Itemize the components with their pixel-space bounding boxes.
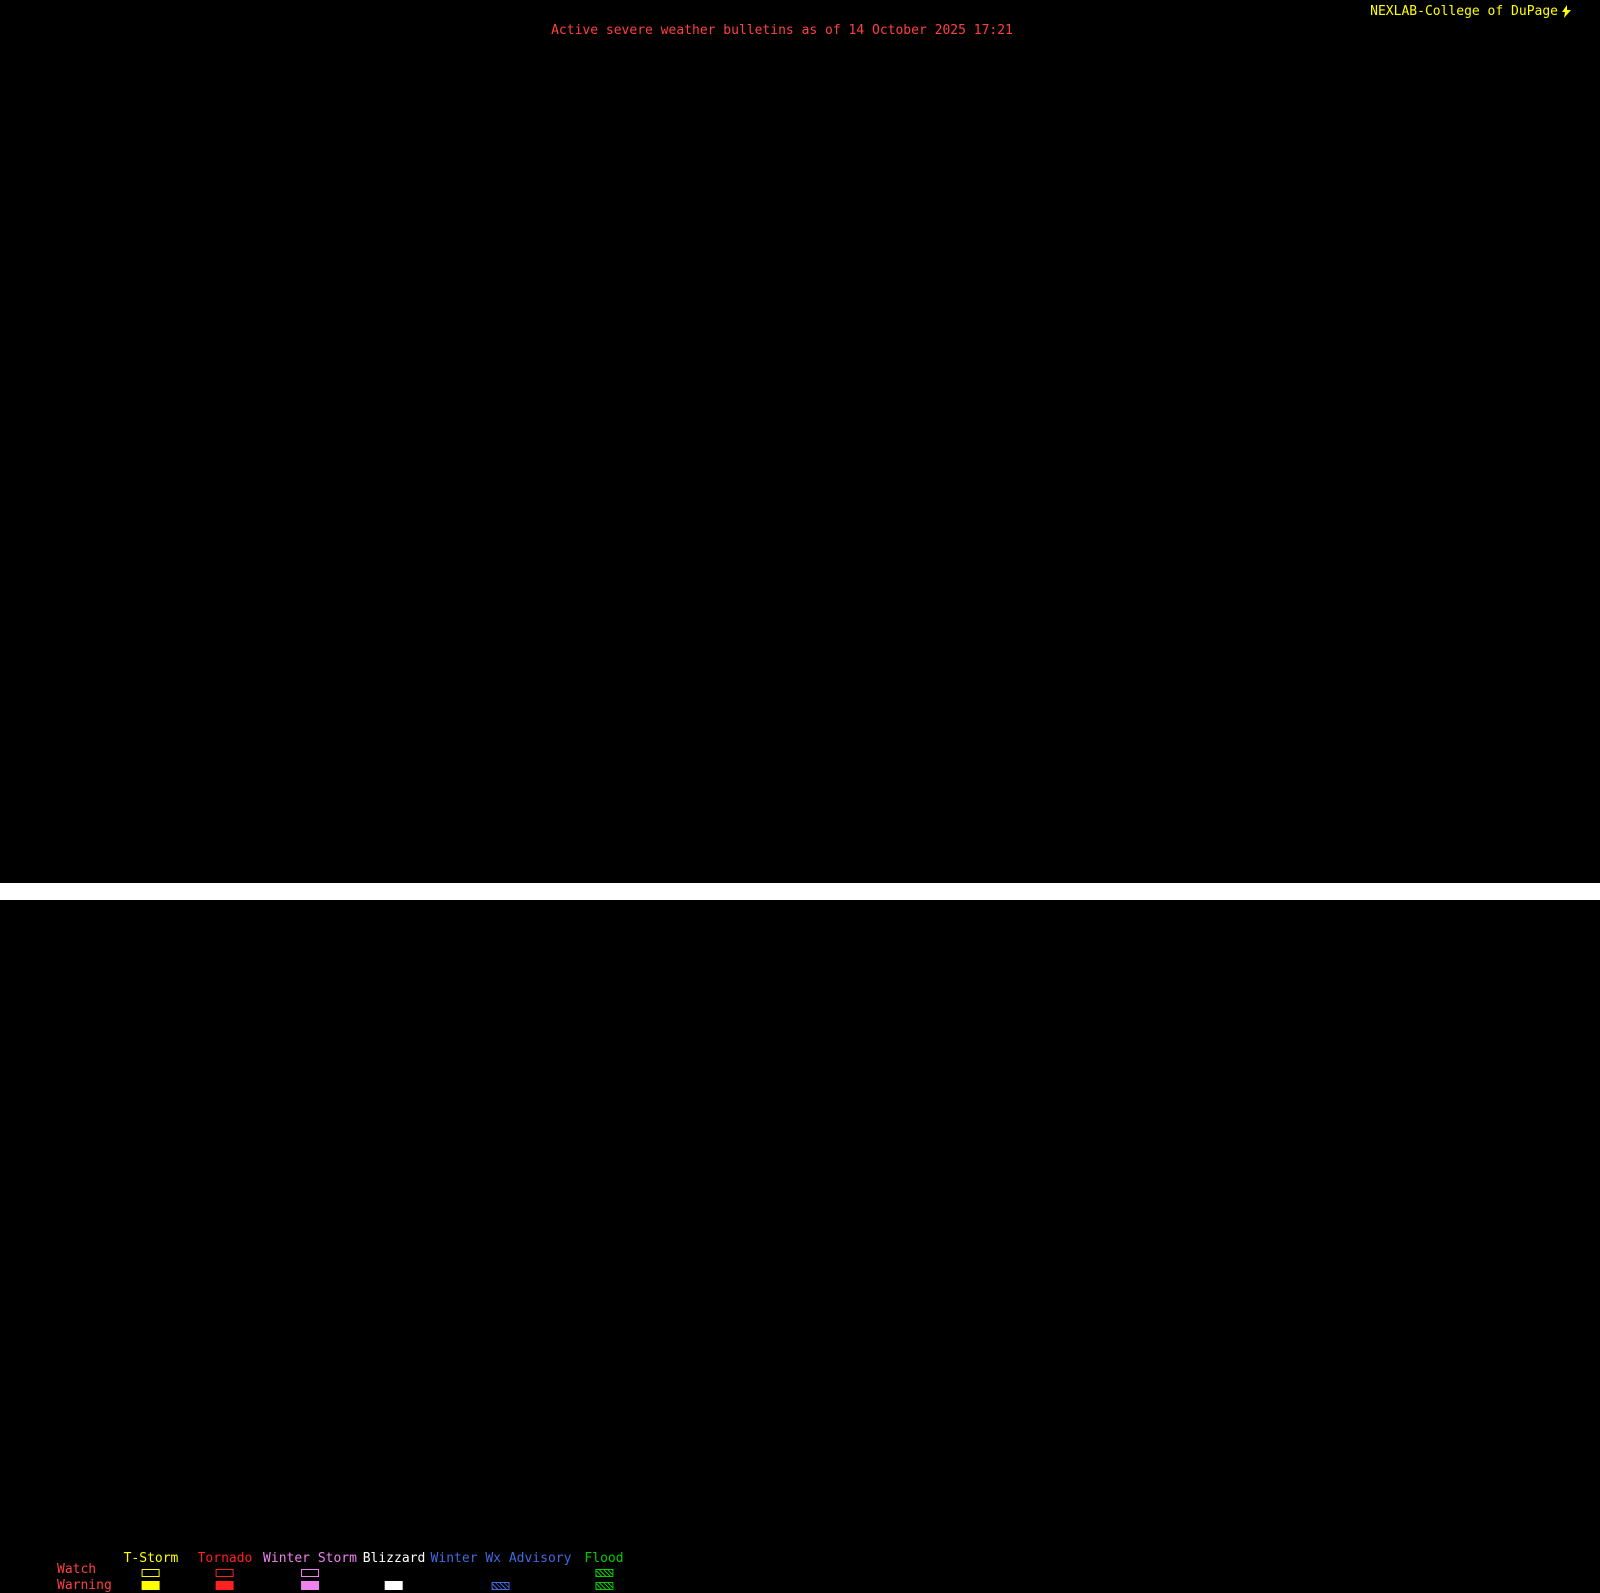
legend-label-winter-wx-advisory: Winter Wx Advisory [430,1551,572,1566]
legend-slot-winter-storm-watch [263,1566,357,1579]
legend-label-blizzard: Blizzard [362,1551,426,1566]
legend-swatch-winter-wx-advisory-warning [491,1581,510,1590]
legend-row-label-watch: Watch [57,1562,97,1577]
legend-label-flood: Flood [584,1551,624,1566]
legend-label-t-storm: T-Storm [123,1551,179,1566]
legend: Watch Warning T-Storm Tornado Winter Storm… [0,775,700,1593]
legend-swatch-t-storm-warning [141,1581,160,1590]
legend-slot-flood-warning [584,1579,623,1592]
brand-text: NEXLAB-College of DuPage [1370,4,1558,19]
legend-slot-t-storm-watch [124,1566,179,1579]
legend-swatch-blizzard-warning [385,1581,403,1590]
legend-swatch-t-storm-watch [141,1568,160,1577]
legend-column-t-storm: T-Storm [123,1551,179,1592]
legend-slot-tornado-warning [198,1579,253,1592]
legend-swatch-flood-watch [594,1568,613,1577]
legend-swatch-winter-storm-warning [300,1581,319,1590]
legend-swatch-flood-warning [594,1581,613,1590]
nexlab-logo-icon [1561,5,1572,18]
legend-label-tornado: Tornado [197,1551,253,1566]
legend-column-flood: Flood [584,1551,624,1592]
legend-column-tornado: Tornado [197,1551,253,1592]
legend-slot-blizzard-watch [363,1566,426,1579]
bottom-white-bar [0,883,1600,900]
weather-map-area [0,0,1600,900]
legend-swatch-tornado-watch [215,1568,234,1577]
legend-row-label-warning: Warning [57,1578,112,1593]
legend-swatch-tornado-warning [215,1581,234,1590]
legend-slot-tornado-watch [198,1566,253,1579]
legend-column-blizzard: Blizzard [362,1551,426,1592]
legend-column-winter-storm: Winter Storm [263,1552,357,1592]
legend-slot-winter-wx-advisory-warning [431,1579,572,1592]
legend-slot-blizzard-warning [363,1579,426,1592]
legend-swatch-winter-storm-watch [300,1568,319,1577]
legend-column-winter-wx-advisory: Winter Wx Advisory [430,1551,572,1592]
legend-slot-winter-storm-warning [263,1579,357,1592]
legend-label-winter-storm: Winter Storm [263,1551,357,1566]
legend-slot-flood-watch [584,1566,623,1579]
bulletin-title: Active severe weather bulletins as of 14… [551,23,1013,38]
brand: NEXLAB-College of DuPage [1370,4,1572,19]
legend-slot-winter-wx-advisory-watch [431,1566,572,1579]
legend-slot-t-storm-warning [124,1579,179,1592]
